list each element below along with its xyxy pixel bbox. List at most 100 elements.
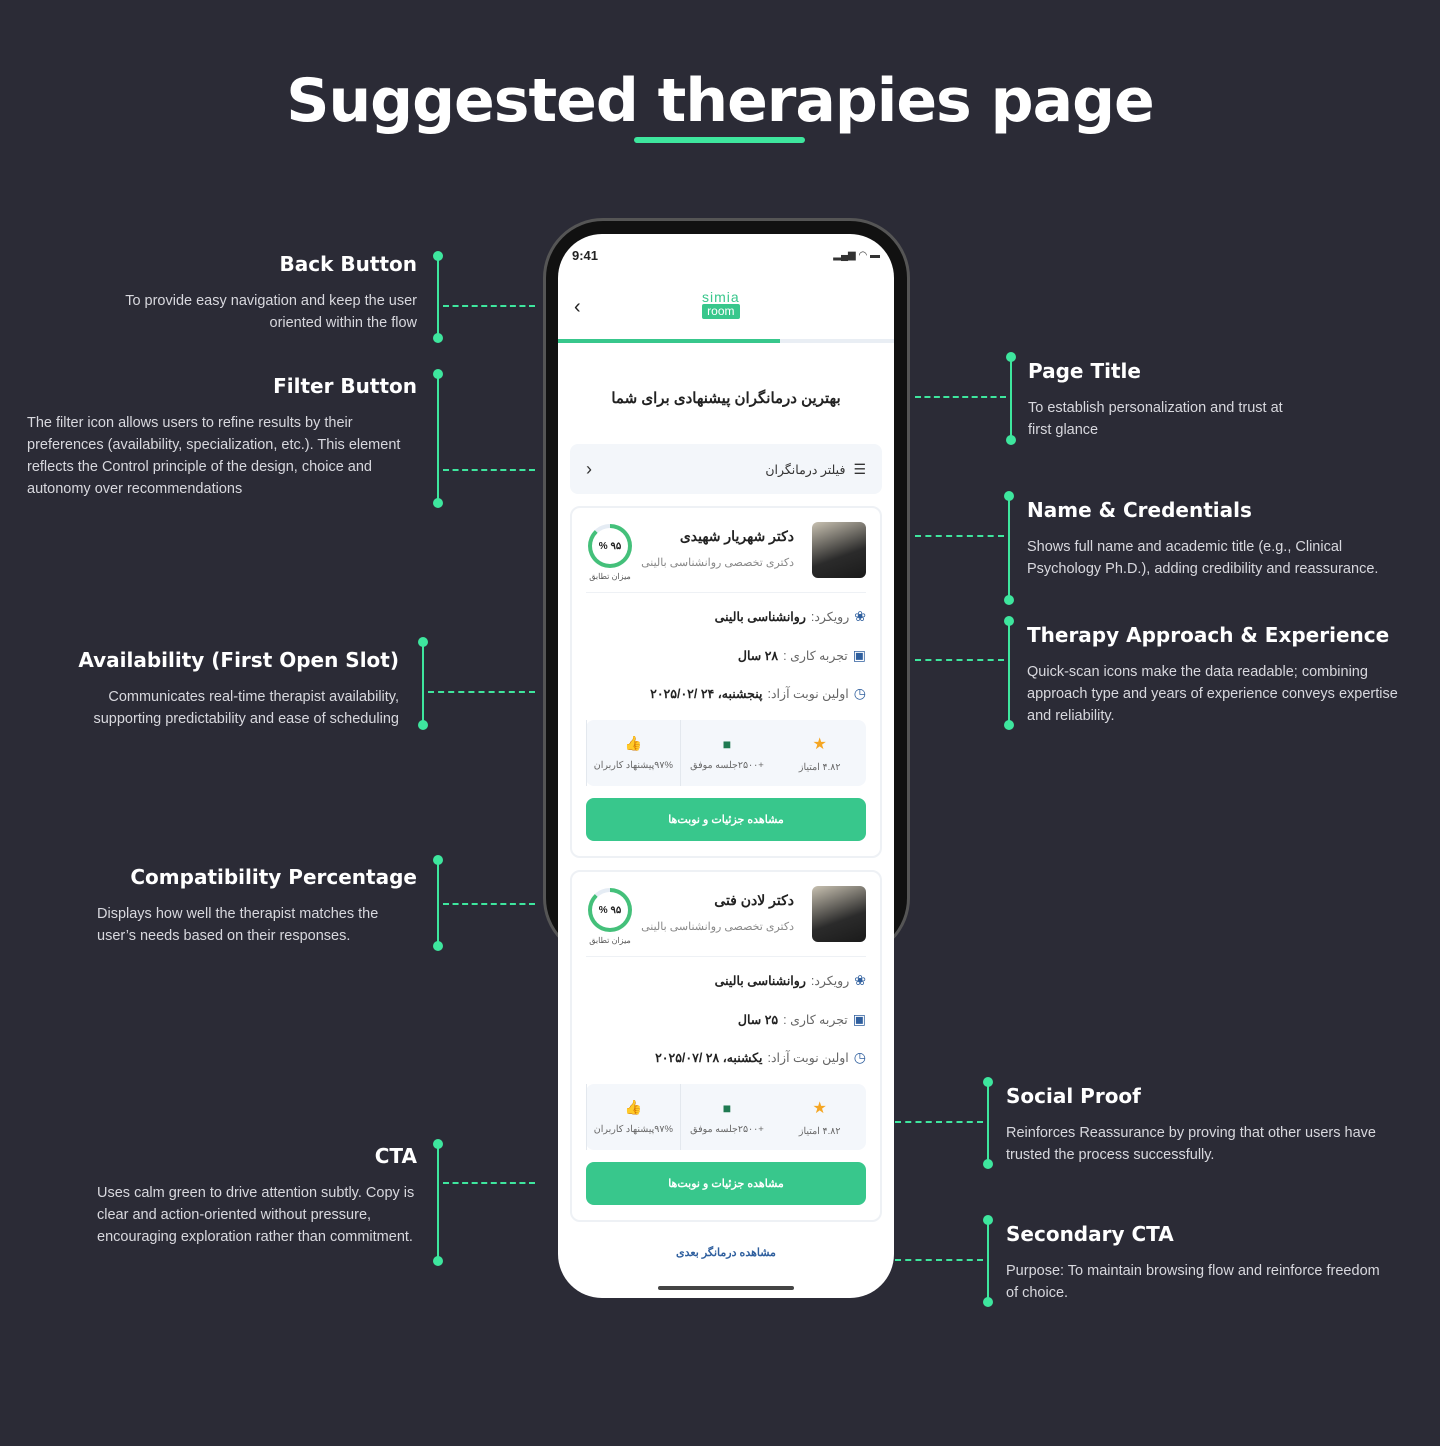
briefcase-icon: ▣: [852, 647, 866, 663]
connector-line: [418, 637, 428, 730]
approach-value: روانشناسی بالینی: [714, 610, 806, 624]
connector-line: [983, 1077, 993, 1169]
filter-label: فیلتر درمانگران: [765, 462, 846, 477]
divider: [586, 956, 866, 957]
compatibility-value: ۹۵ %: [592, 528, 628, 564]
progress-bar: [558, 339, 894, 343]
annotation-title: Compatibility Percentage: [130, 865, 417, 889]
annotation-text: The filter icon allows users to refine r…: [27, 415, 401, 497]
rating-value: ۴.۸۲ امتیاز: [798, 1125, 841, 1137]
annotation-title: Secondary CTA: [1006, 1222, 1174, 1246]
social-proof: ★ ۴.۸۲ امتیاز ■ +۲۵۰۰جلسه موفق 👍 ۹۷%پیشنهاد…: [585, 720, 866, 786]
video-icon: ■: [722, 735, 732, 752]
connector-line: [1006, 352, 1016, 445]
annotation-title: Back Button: [279, 252, 417, 276]
connector-dash: [443, 469, 535, 471]
therapist-card: دکتر لادن فتی دکتری تخصصی روانشناسی بالی…: [570, 870, 882, 1222]
annotation-cta: CTA Uses calm green to drive attention su…: [97, 1144, 417, 1248]
therapist-photo: [812, 522, 866, 578]
clock-icon: ◷: [853, 685, 866, 701]
annotation-text: Purpose: To maintain browsing flow and r…: [1006, 1263, 1380, 1301]
experience-label: تجربه کاری :: [783, 1013, 848, 1027]
phone-screen: 9:41 ▂▄▆ ◠ ▬ ‹ simia room بهترین درمانگر…: [558, 234, 894, 1298]
annotation-title: Social Proof: [1006, 1084, 1141, 1108]
therapist-card: دکتر شهریار شهیدی دکتری تخصصی روانشناسی …: [570, 506, 882, 858]
logo-top: simia: [702, 289, 740, 305]
annotation-back-button: Back Button To provide easy navigation an…: [97, 252, 417, 334]
compatibility-value: ۹۵ %: [592, 892, 628, 928]
connector-dash: [915, 396, 1006, 398]
annotation-text: To establish personalization and trust a…: [1028, 400, 1283, 438]
sessions-value: +۲۵۰۰جلسه موفق: [690, 1123, 764, 1135]
status-time: 9:41: [572, 248, 599, 263]
brain-icon: ❀: [854, 972, 866, 988]
filter-button[interactable]: ☰ فیلتر درمانگران ‹: [570, 444, 882, 494]
slot-value: پنجشنبه، ۲۴ /۲۰۲۵/۰۲: [650, 687, 763, 701]
compatibility-ring: ۹۵ %: [588, 888, 632, 932]
annotation-availability: Availability (First Open Slot)Communicat…: [39, 648, 399, 730]
home-indicator: [658, 1286, 794, 1290]
filter-icon: ☰: [853, 460, 866, 477]
recommend-value: ۹۷%پیشنهاد کاربران: [593, 760, 673, 771]
slot-label: اولین نوبت آزاد:: [767, 687, 849, 701]
connector-dash: [915, 535, 1004, 537]
approach-label: رویکرد:: [810, 974, 850, 988]
annotation-text: Uses calm green to drive attention subtl…: [97, 1185, 415, 1245]
compatibility-ring: ۹۵ %: [588, 524, 632, 568]
back-button[interactable]: ‹: [574, 296, 581, 318]
status-icons: ▂▄▆ ◠ ▬: [833, 250, 880, 261]
experience-label: تجربه کاری :: [783, 649, 848, 663]
annotation-text: To provide easy navigation and keep the …: [125, 293, 417, 331]
rating-stat: ★ ۴.۸۲ امتیاز: [773, 720, 866, 786]
slot-value: یکشنبه، ۲۸ /۲۰۲۵/۰۷: [655, 1051, 763, 1065]
recommend-stat: 👍 ۹۷%پیشنهاد کاربران: [585, 1084, 680, 1150]
therapist-photo: [812, 886, 866, 942]
connector-dash: [443, 903, 535, 905]
connector-dash: [443, 305, 535, 307]
thumbs-up-icon: 👍: [624, 735, 643, 751]
sessions-stat: ■+۲۵۰۰جلسه موفق: [679, 1084, 774, 1150]
connector-dash: [895, 1259, 983, 1261]
connector-line: [433, 251, 443, 343]
star-icon: ★: [812, 735, 827, 753]
annotation-title: CTA: [374, 1144, 417, 1168]
thumbs-up-icon: 👍: [624, 1099, 643, 1115]
slot-label: اولین نوبت آزاد:: [767, 1051, 849, 1065]
sessions-stat: ■ +۲۵۰۰جلسه موفق: [679, 720, 774, 786]
annotation-secondary-cta: Secondary CTA Purpose: To maintain browsi…: [1006, 1222, 1386, 1304]
connector-line: [433, 855, 443, 951]
logo-bottom: room: [702, 304, 740, 319]
availability-row: ◷اولین نوبت آزاد:یکشنبه، ۲۸ /۲۰۲۵/۰۷: [655, 1049, 866, 1066]
approach-label: رویکرد:: [810, 610, 850, 624]
social-proof: ★۴.۸۲ امتیاز ■+۲۵۰۰جلسه موفق 👍۹۷%پیشنهاد…: [585, 1084, 866, 1150]
progress-fill: [558, 339, 780, 343]
view-details-button[interactable]: مشاهده جزئیات و نوبت‌ها: [586, 798, 866, 841]
rating-value: ۴.۸۲ امتیاز: [798, 761, 841, 773]
annotation-page-title: Page Title To establish personalization a…: [1028, 359, 1308, 441]
experience-value: ۲۸ سال: [737, 649, 779, 663]
therapist-name: دکتر شهریار شهیدی: [679, 528, 794, 544]
connector-line: [433, 369, 443, 508]
divider: [586, 592, 866, 593]
availability-row: ◷ اولین نوبت آزاد: پنجشنبه، ۲۴ /۲۰۲۵/۰۲: [650, 685, 866, 702]
approach-value: روانشناسی بالینی: [714, 974, 806, 988]
therapist-degree: دکتری تخصصی روانشناسی بالینی: [641, 557, 794, 569]
connector-line: [1004, 616, 1014, 730]
sessions-value: +۲۵۰۰جلسه موفق: [690, 759, 764, 771]
brain-icon: ❀: [854, 608, 866, 624]
view-details-button[interactable]: مشاهده جزئیات و نوبت‌ها: [586, 1162, 866, 1205]
recommend-value: ۹۷%پیشنهاد کاربران: [593, 1124, 673, 1135]
therapist-degree: دکتری تخصصی روانشناسی بالینی: [641, 921, 794, 933]
next-therapist-link[interactable]: مشاهده درمانگر بعدی: [676, 1247, 776, 1259]
annotation-text: Shows full name and academic title (e.g.…: [1027, 539, 1379, 577]
logo: simia room: [702, 290, 740, 319]
title-underline: [634, 137, 805, 143]
connector-dash: [895, 1121, 983, 1123]
annotation-title: Page Title: [1028, 359, 1141, 383]
annotation-title: Name & Credentials: [1027, 498, 1252, 522]
experience-row: ▣تجربه کاری :۲۵ سال: [738, 1011, 866, 1028]
